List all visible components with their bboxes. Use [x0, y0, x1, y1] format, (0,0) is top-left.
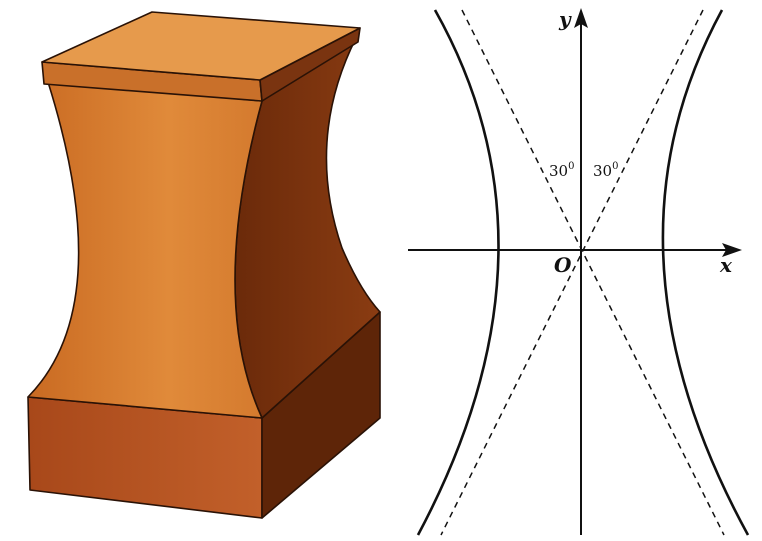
- left-angle-label: 300: [549, 161, 574, 180]
- pedestal-curved-front: [27, 81, 263, 419]
- hyperbola-branches: [416, 9, 750, 536]
- hyperbola-right-branch: [661, 9, 750, 536]
- right-angle-label: 300: [593, 161, 618, 180]
- pedestal-top-surface: [41, 11, 361, 81]
- origin-label: O: [554, 253, 572, 277]
- hyperbola-diagram: y x O 300 300: [408, 7, 750, 536]
- y-axis-arrowhead: [574, 8, 588, 28]
- asymptote-left: [461, 9, 725, 536]
- asymptote-right: [440, 9, 704, 536]
- y-axis-label: y: [558, 7, 572, 31]
- pedestal-illustration: [27, 11, 381, 519]
- hyperbola-left-branch: [416, 9, 500, 536]
- x-axis-arrowhead: [722, 243, 742, 257]
- x-axis-label: x: [719, 253, 733, 277]
- asymptotes: [440, 9, 725, 536]
